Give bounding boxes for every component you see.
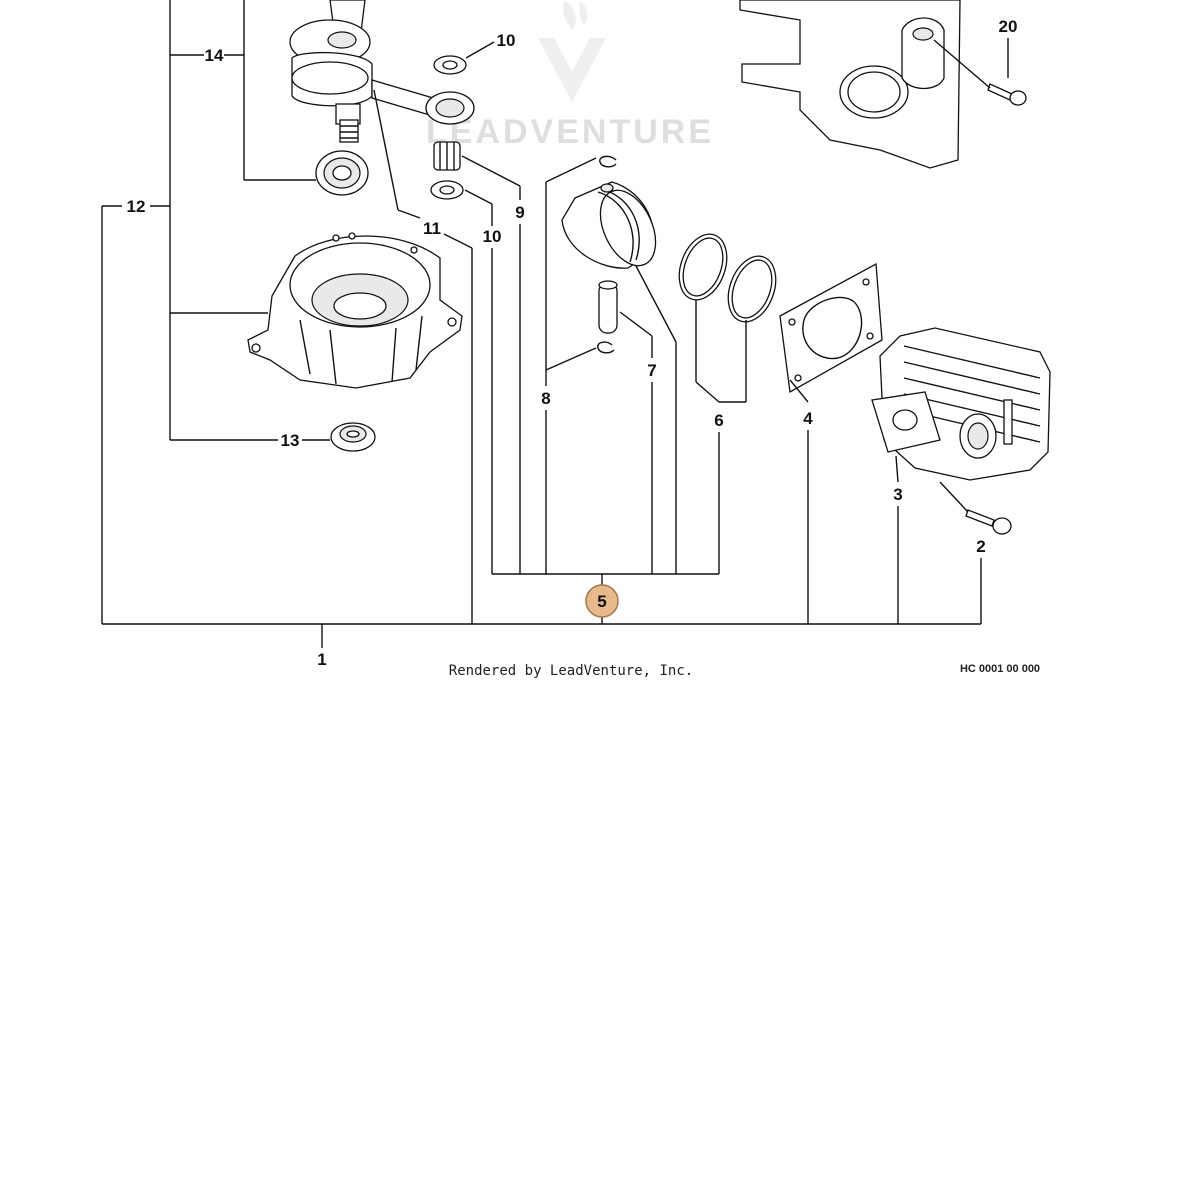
gasket-part[interactable] — [779, 262, 883, 394]
bolt-part[interactable] — [965, 509, 1012, 535]
oil-seal-part[interactable] — [330, 422, 376, 452]
callout-8[interactable]: 8 — [541, 389, 550, 408]
piston-clip-bottom[interactable] — [597, 341, 615, 354]
needle-bearing-part[interactable] — [433, 141, 461, 171]
callout-20[interactable]: 20 — [999, 17, 1018, 36]
callout-5-highlight[interactable]: 5 — [585, 584, 619, 618]
piston-part[interactable] — [561, 181, 667, 275]
callout-14[interactable]: 14 — [205, 46, 224, 65]
washer-bottom-part[interactable] — [430, 180, 464, 200]
callout-12[interactable]: 12 — [127, 197, 146, 216]
callout-10-bottom[interactable]: 10 — [483, 227, 502, 246]
crankcase-part[interactable] — [247, 232, 463, 389]
leader-lines — [101, 0, 1009, 648]
piston-ring-1[interactable] — [671, 228, 736, 307]
watermark-logo — [538, 0, 606, 102]
callout-3[interactable]: 3 — [893, 485, 902, 504]
diagram-code: HC 0001 00 000 — [960, 663, 1040, 675]
callout-4[interactable]: 4 — [803, 409, 813, 428]
callout-7[interactable]: 7 — [647, 361, 656, 380]
piston-ring-2[interactable] — [720, 250, 785, 329]
callout-10-top[interactable]: 10 — [497, 31, 516, 50]
screw-part[interactable] — [987, 83, 1027, 106]
callout-5[interactable]: 5 — [597, 592, 606, 611]
highlight-circle — [585, 584, 619, 618]
callout-13[interactable]: 13 — [281, 431, 300, 450]
callout-1[interactable]: 1 — [317, 650, 326, 669]
connecting-rod-bearing[interactable] — [425, 91, 475, 125]
callout-9[interactable]: 9 — [515, 203, 524, 222]
piston-pin-part[interactable] — [598, 280, 618, 334]
piston-clip-top[interactable] — [599, 155, 617, 168]
crankshaft-part[interactable] — [289, 0, 441, 143]
fan-housing-part[interactable] — [739, 0, 961, 169]
callout-6[interactable]: 6 — [714, 411, 723, 430]
callout-11[interactable]: 11 — [423, 219, 441, 238]
ball-bearing-part[interactable] — [315, 150, 369, 196]
callouts: 14 12 13 11 10 9 10 8 7 6 4 3 2 20 1 5 — [127, 17, 1018, 669]
washer-top-part[interactable] — [433, 55, 467, 75]
watermark-text: LEADVENTURE — [426, 113, 714, 151]
rendered-by-text: Rendered by LeadVenture, Inc. — [449, 663, 693, 679]
cylinder-part[interactable] — [871, 327, 1051, 481]
callout-2[interactable]: 2 — [976, 537, 985, 556]
